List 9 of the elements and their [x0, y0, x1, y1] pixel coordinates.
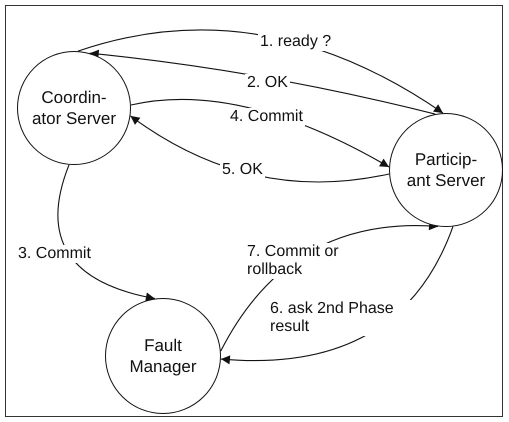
arrow	[57, 164, 156, 301]
node-label: Fault Manager	[128, 335, 198, 377]
edge-label: 1. ready ?	[258, 33, 334, 51]
edge-label: 4. Commit	[228, 108, 305, 126]
edge-label: 5. OK	[220, 161, 265, 179]
edge-label: 6. ask 2nd Phase result	[268, 300, 412, 336]
node-label: Coordin- ator Server	[30, 87, 118, 129]
node-label: Particip- ant Server	[406, 149, 486, 191]
edge-label: 3. Commit	[16, 245, 93, 263]
